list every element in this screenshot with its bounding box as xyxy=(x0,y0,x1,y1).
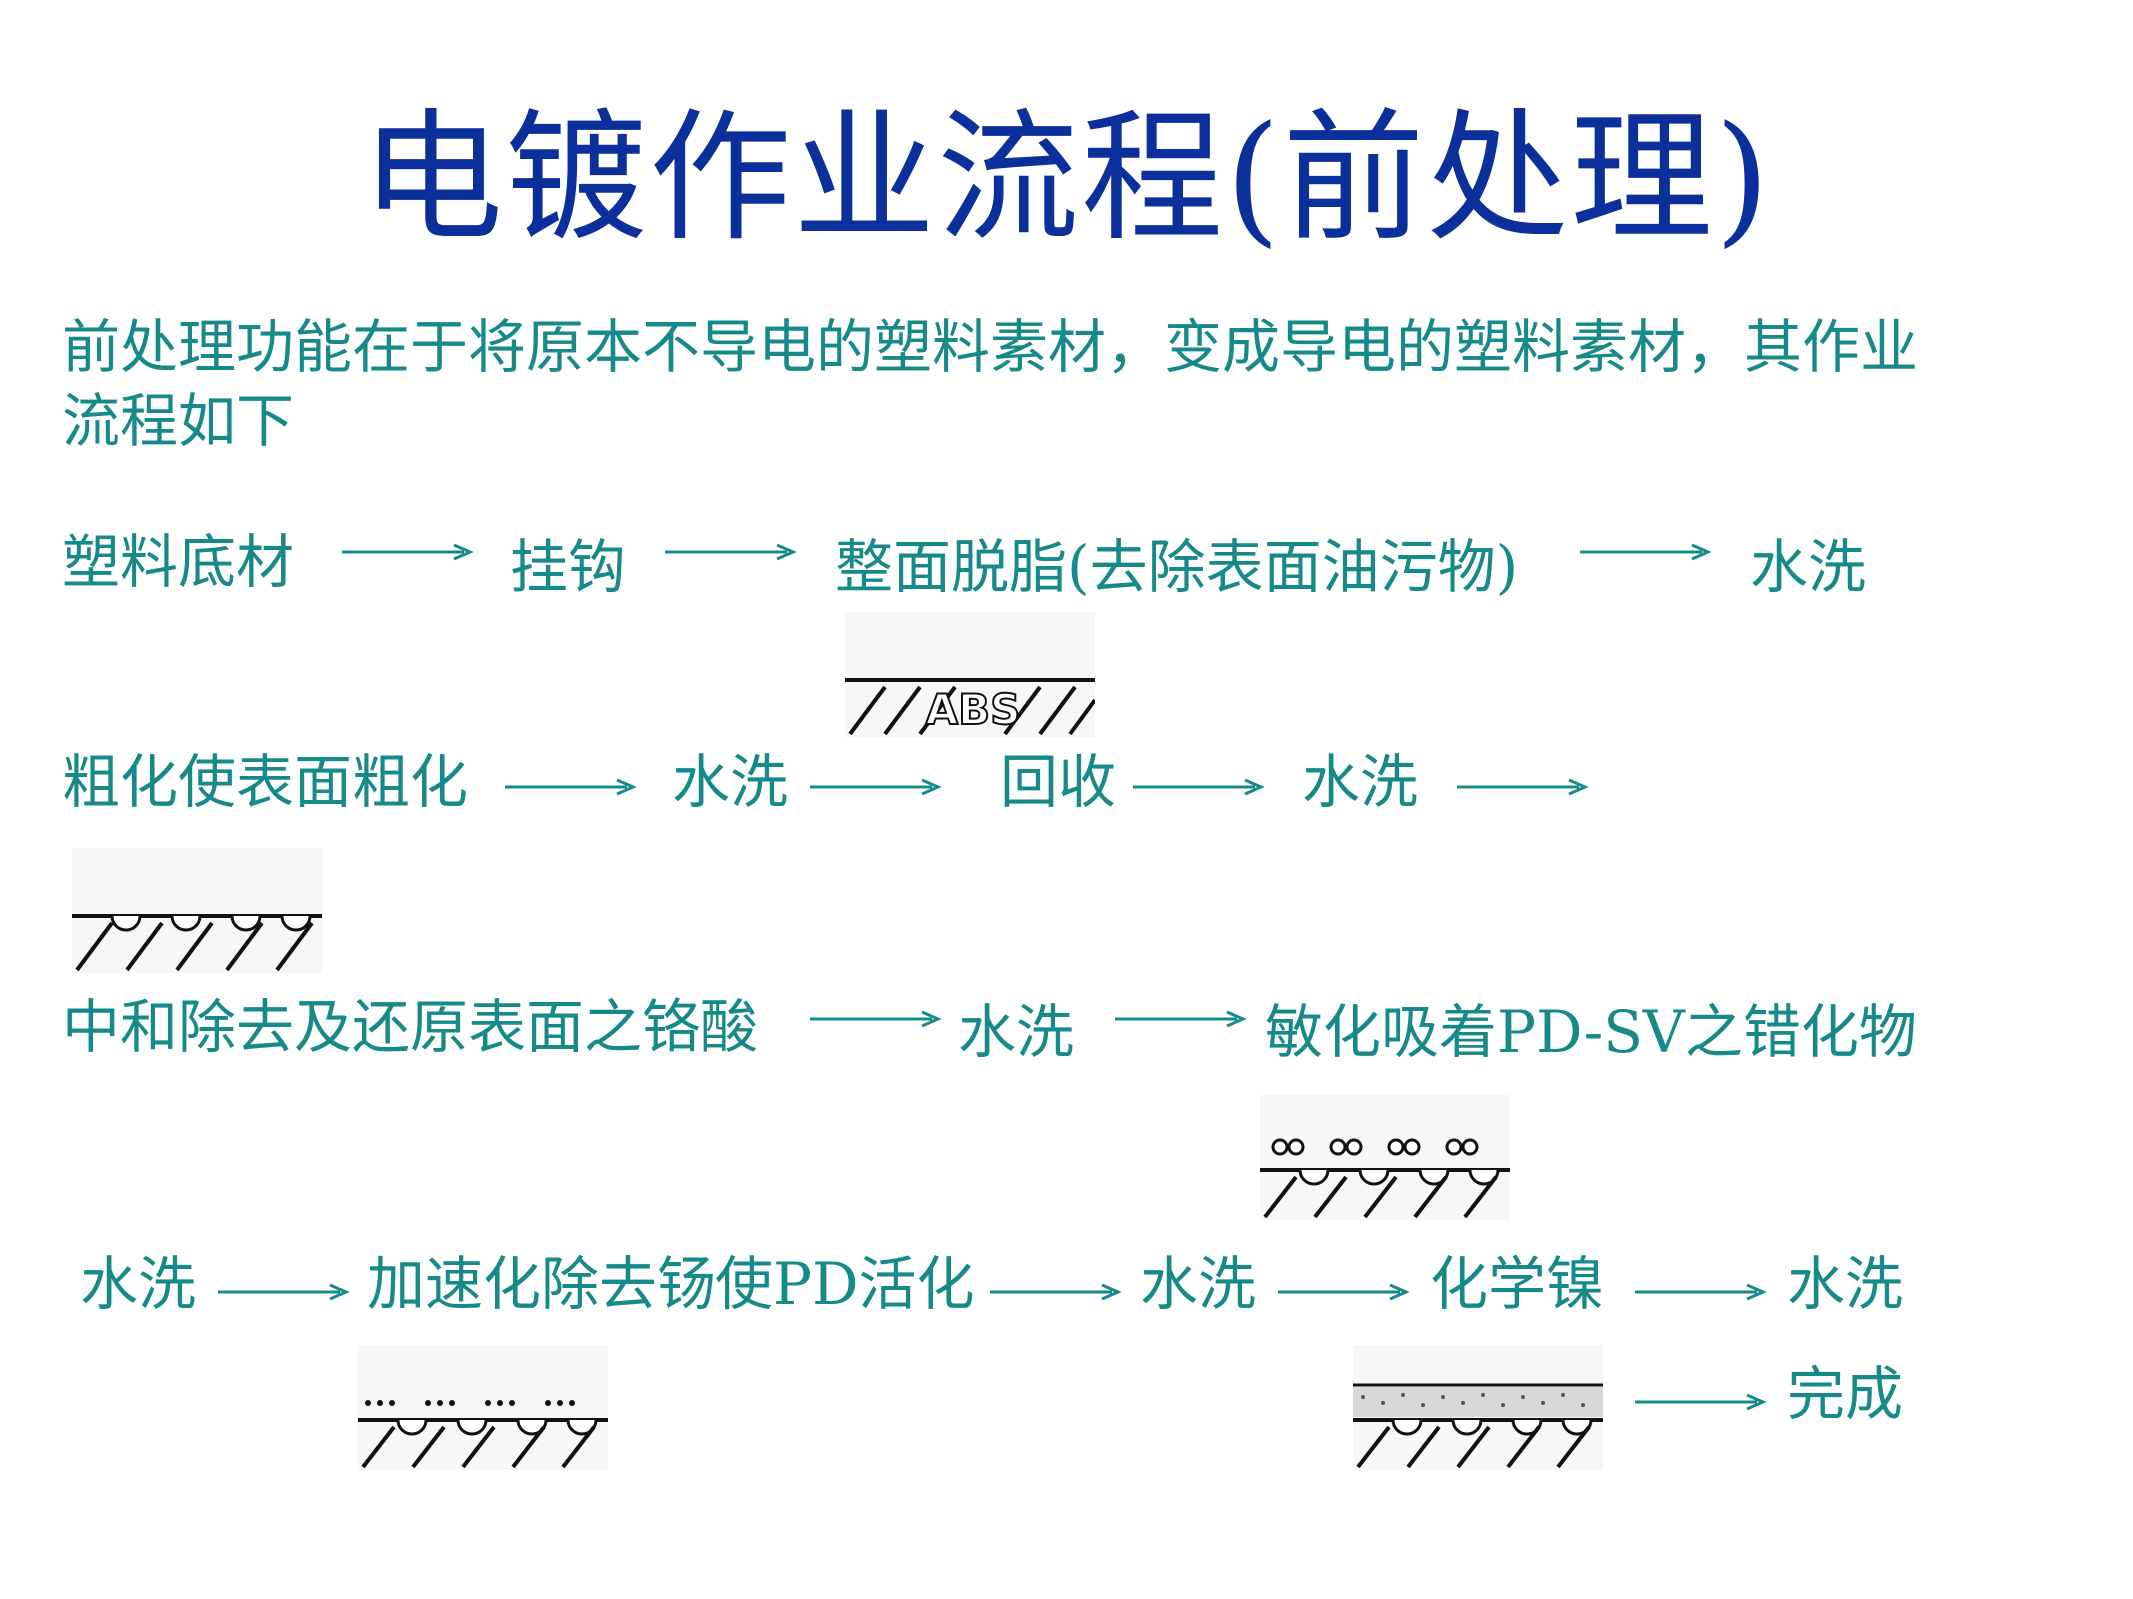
step-sensitize: 敏化吸着PD-SV之错化物 xyxy=(1265,998,1917,1066)
flow-arrow-icon xyxy=(218,1283,350,1301)
step-rinse-3: 水洗 xyxy=(1302,748,1419,816)
step-hook: 挂钩 xyxy=(510,533,627,601)
abs-label: ABS xyxy=(926,685,1021,734)
step-complete: 完成 xyxy=(1787,1360,1904,1428)
flow-arrow-icon xyxy=(505,778,637,796)
substrate-hatch-icon xyxy=(1353,1345,1603,1470)
flow-arrow-icon xyxy=(342,543,474,561)
step-plastic-substrate: 塑料底材 xyxy=(62,528,295,596)
flow-arrow-icon xyxy=(1133,778,1265,796)
step-accelerate: 加速化除去钖使PD活化 xyxy=(367,1250,975,1318)
substrate-hatch-icon xyxy=(72,848,322,973)
substrate-hatch-icon: ABS xyxy=(845,612,1095,737)
flow-arrow-icon xyxy=(810,1010,942,1028)
flow-arrow-icon xyxy=(1635,1283,1767,1301)
substrate-hatch-icon xyxy=(358,1345,608,1470)
step-recovery: 回收 xyxy=(1000,748,1117,816)
step-rinse-7: 水洗 xyxy=(1787,1250,1904,1318)
step-degrease: 整面脱脂(去除表面油污物) xyxy=(835,533,1519,601)
flow-arrow-icon xyxy=(810,778,942,796)
flow-arrow-icon xyxy=(1115,1010,1247,1028)
step-roughen: 粗化使表面粗化 xyxy=(62,748,469,816)
intro-text: 前处理功能在于将原本不导电的塑料素材，变成导电的塑料素材，其作业流程如下 xyxy=(62,313,1919,455)
flow-arrow-icon xyxy=(990,1283,1122,1301)
flow-arrow-icon xyxy=(1580,543,1712,561)
flow-arrow-icon xyxy=(1278,1283,1410,1301)
step-rinse-6: 水洗 xyxy=(1140,1250,1257,1318)
page-title: 电镀作业流程(前处理) xyxy=(361,96,1772,261)
step-rinse-2: 水洗 xyxy=(672,748,789,816)
flow-arrow-icon xyxy=(665,543,797,561)
flow-arrow-icon xyxy=(1457,778,1589,796)
substrate-hatch-icon xyxy=(1260,1095,1510,1220)
flow-arrow-icon xyxy=(1635,1393,1767,1411)
step-rinse-4: 水洗 xyxy=(958,998,1075,1066)
step-rinse-5: 水洗 xyxy=(80,1250,197,1318)
step-neutralize: 中和除去及还原表面之铬酸 xyxy=(62,993,759,1061)
step-rinse-1: 水洗 xyxy=(1750,533,1867,601)
step-electroless-nickel: 化学镍 xyxy=(1430,1250,1605,1318)
